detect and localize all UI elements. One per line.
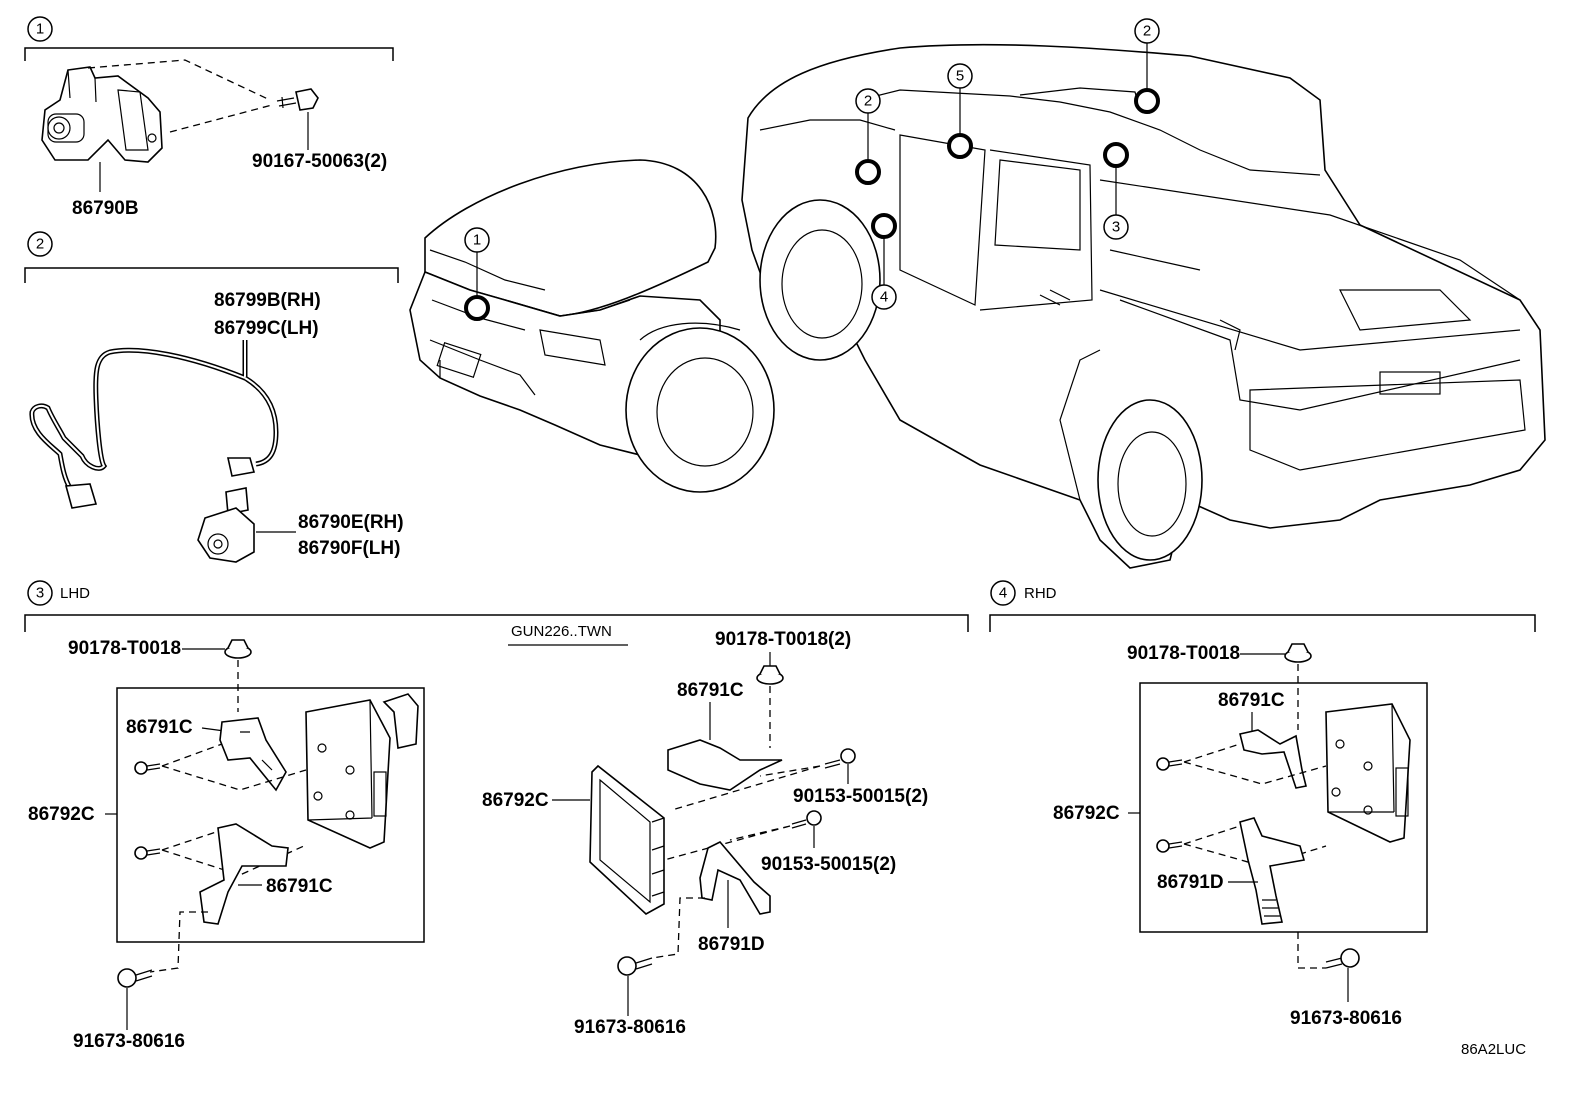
- label-86790b: 86790B: [72, 198, 139, 219]
- label-mid-90178-t0018: 90178-T0018(2): [715, 629, 851, 650]
- rhd-bolt-dash: [1297, 932, 1326, 969]
- label-rhd-86791d: 86791D: [1157, 872, 1224, 893]
- label-lhd-86791c-upper: 86791C: [126, 717, 193, 738]
- section-1-badge: [27, 16, 53, 42]
- label-86790f: 86790F(LH): [298, 538, 400, 559]
- mid-screw-lower[interactable]: [791, 810, 822, 829]
- model-code-gun226-twn: GUN226..TWN: [511, 623, 612, 640]
- section-4-rhd: 4 RHD 90178-T0018 86792C 86791C: [989, 580, 1536, 1029]
- rhd-bolt[interactable]: [1325, 948, 1360, 969]
- section-2: 2 86799B(RH) 86799C(LH) 86790E(RH) 86790…: [24, 231, 404, 563]
- section-1: 1 90167-50063(2) 86790B: [24, 16, 394, 219]
- lhd-upper-dash: [161, 743, 307, 791]
- lhd-screw-upper[interactable]: [134, 761, 161, 775]
- lhd-bracket-lower[interactable]: [199, 823, 289, 925]
- callout-4: 4: [871, 213, 897, 310]
- section-1-leader-dash: [87, 59, 273, 133]
- label-rhd-91673-80616: 91673-80616: [1290, 1008, 1402, 1029]
- rhd-bracket-lower[interactable]: [1239, 817, 1306, 925]
- callout-1: 1: [464, 227, 490, 321]
- callout-2-right: 2: [1134, 18, 1160, 114]
- lhd-ecu-unit[interactable]: [305, 699, 391, 849]
- section-2-number: 2: [36, 236, 44, 253]
- callout-5: 5: [947, 63, 973, 159]
- mid-bracket-lower[interactable]: [699, 841, 771, 915]
- section-4-number: 4: [999, 585, 1007, 602]
- rhd-ecu-unit[interactable]: [1325, 703, 1411, 843]
- mid-bracket-upper[interactable]: [667, 739, 783, 791]
- label-mid-90153-upper: 90153-50015(2): [793, 786, 928, 807]
- section-4-label: RHD: [1024, 585, 1057, 602]
- lhd-bracket-upper[interactable]: [219, 717, 287, 792]
- section-3-number: 3: [36, 585, 44, 602]
- label-lhd-86791c-lower: 86791C: [266, 876, 333, 897]
- label-86790e: 86790E(RH): [298, 512, 404, 533]
- label-mid-86791d: 86791D: [698, 934, 765, 955]
- callout-5-number: 5: [956, 68, 964, 85]
- mid-ecu-unit[interactable]: [589, 764, 665, 915]
- mid-screw-upper[interactable]: [824, 748, 856, 769]
- label-86799b: 86799B(RH): [214, 290, 321, 311]
- lhd-bolt-dash: [149, 911, 208, 973]
- section-3-badge: [27, 580, 53, 606]
- lhd-bolt[interactable]: [117, 968, 153, 988]
- label-lhd-86792c: 86792C: [28, 804, 95, 825]
- mid-upper-dash: [671, 765, 821, 811]
- mid-nut[interactable]: [756, 665, 784, 685]
- callout-1-number: 1: [473, 232, 481, 249]
- lhd-connector-cover[interactable]: [382, 693, 419, 749]
- callout-2-right-number: 2: [1143, 23, 1151, 40]
- rhd-lower-dash: [1183, 825, 1327, 867]
- label-mid-86791c: 86791C: [677, 680, 744, 701]
- front-vehicle: [409, 159, 775, 493]
- label-rhd-86791c: 86791C: [1218, 690, 1285, 711]
- label-rhd-90178-t0018: 90178-T0018: [1127, 643, 1240, 664]
- section-3-label: LHD: [60, 585, 90, 602]
- rear-vehicle: [741, 43, 1546, 569]
- section-2-bracket: [24, 267, 399, 283]
- label-lhd-91673-80616: 91673-80616: [73, 1031, 185, 1052]
- lhd-lower-dash: [161, 829, 307, 876]
- rhd-nut[interactable]: [1284, 643, 1312, 663]
- rhd-screw-upper[interactable]: [1156, 757, 1183, 771]
- lhd-nut[interactable]: [224, 639, 252, 659]
- diagram-id: 86A2LUC: [1461, 1041, 1526, 1058]
- section-2-badge: [27, 231, 53, 257]
- mid-bolt[interactable]: [617, 956, 653, 976]
- label-lhd-90178-t0018: 90178-T0018: [68, 638, 181, 659]
- lhd-screw-lower[interactable]: [134, 846, 161, 860]
- vehicle-illustration: 1 2 2 3 4 5: [409, 18, 1546, 569]
- label-mid-91673-80616: 91673-80616: [574, 1017, 686, 1038]
- label-mid-86792c: 86792C: [482, 790, 549, 811]
- label-86799c: 86799C(LH): [214, 318, 319, 339]
- section-4-badge: [990, 580, 1016, 606]
- section-1-number: 1: [36, 21, 44, 38]
- callout-2-left-number: 2: [864, 93, 872, 110]
- section-1-bracket: [24, 47, 394, 61]
- mid-lower-dash: [663, 825, 791, 861]
- callout-3-number: 3: [1112, 219, 1120, 236]
- label-90167-50063: 90167-50063(2): [252, 151, 387, 172]
- mid-bolt-dash: [651, 897, 705, 959]
- front-camera-86790b[interactable]: [41, 66, 163, 163]
- callout-4-number: 4: [880, 289, 888, 306]
- rhd-upper-dash: [1183, 743, 1327, 785]
- camera-wire-harness[interactable]: [29, 340, 279, 509]
- section-3-lhd: 3 LHD 90178-T0018 86792C 86791C: [24, 580, 969, 1052]
- callout-3: 3: [1103, 142, 1129, 240]
- section-3-bracket: [24, 614, 969, 632]
- bolt-90167-50063[interactable]: [276, 88, 319, 111]
- side-camera-86790e-f[interactable]: [197, 487, 255, 563]
- section-4-bracket: [989, 614, 1536, 632]
- rhd-bracket-upper[interactable]: [1239, 729, 1307, 789]
- rhd-screw-lower[interactable]: [1156, 839, 1183, 853]
- rhd-assembly-box: [1139, 682, 1428, 933]
- lhd-assembly-box: [116, 687, 425, 943]
- callout-2-left: 2: [855, 88, 881, 185]
- label-mid-90153-lower: 90153-50015(2): [761, 854, 896, 875]
- label-rhd-86792c: 86792C: [1053, 803, 1120, 824]
